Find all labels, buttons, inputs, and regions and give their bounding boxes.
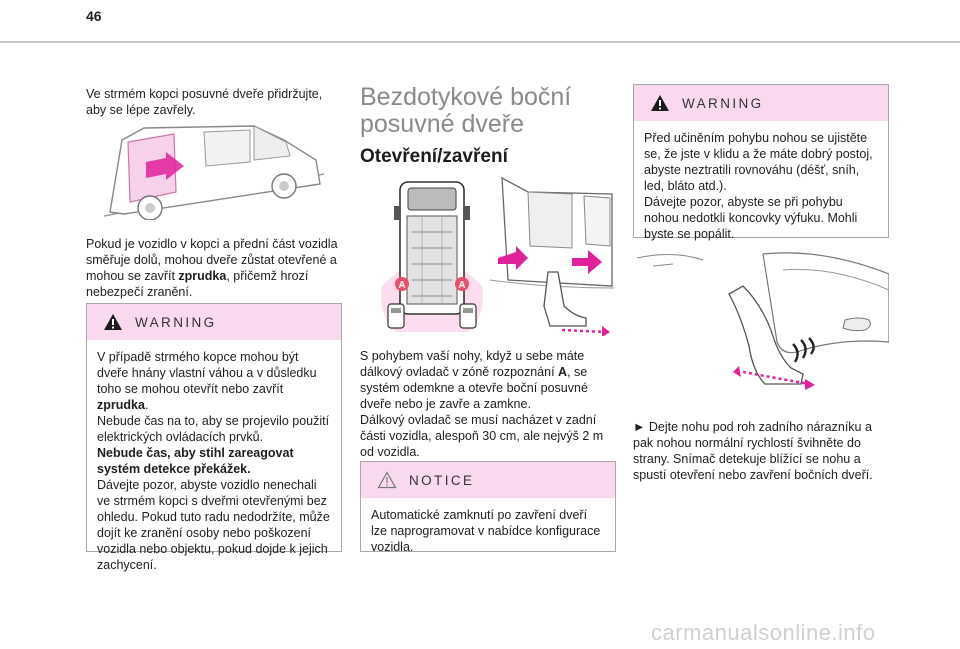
warning-body-right: Před učiněním pohybu nohou se ujistěte s… [634,121,888,250]
detection-paragraph: S pohybem vaší nohy, když u sebe máte dá… [360,348,616,412]
foot-step-text: Dejte nohu pod roh zadního nárazníku a p… [633,420,873,482]
warning-text-1b: zprudka [97,398,145,412]
foot-sliding-door-illustration [489,176,615,336]
notice-body: Automatické zamknutí po zavření dveří lz… [371,508,601,554]
remote-position-paragraph: Dálkový ovladač se musí nacházet v zadní… [360,413,604,459]
warning-text-1a: V případě strmého kopce mohou být dveře … [97,350,317,396]
warning-right-text-1: Před učiněním pohybu nohou se ujistěte s… [644,131,873,193]
detection-text-c: , se systém odemkne a otevře boční posuv… [360,365,588,411]
detection-text-bold: A [558,365,568,379]
warning-header-right: WARNING [634,85,888,121]
page-number: 46 [86,8,102,24]
subsection-title: Otevření/zavření [360,146,508,167]
slope-text-a: Pokud je vozidlo v kopci a přední část v… [86,237,338,283]
zone-a-right-label: A [458,280,465,291]
notice-header: NOTICE [361,462,615,498]
footer-brand-watermark: carmanualsonline.info [651,620,876,645]
warning-text-2: Nebude čas na to, aby se projevilo použi… [97,414,330,444]
slope-paragraph: Pokud je vozidlo v kopci a přední část v… [86,236,342,300]
zone-a-left-label: A [398,280,405,291]
warning-label: WARNING [135,314,217,330]
notice-label: NOTICE [409,472,475,488]
warning-triangle-icon [104,314,122,330]
warning-text-4: Dávejte pozor, abyste vozidlo nenechali … [97,478,330,572]
foot-step-paragraph: ► Dejte nohu pod roh zadního nárazníku a… [633,419,889,483]
warning-body: V případě strmého kopce mohou být dveře … [87,340,341,581]
detection-text-a: S pohybem vaší nohy, když u sebe máte dá… [360,349,585,379]
warning-triangle-icon [651,95,669,111]
warning-right-text-2: Dávejte pozor, abyste se při pohybu noho… [644,195,858,241]
header-rule [0,41,960,43]
notice-triangle-icon [377,471,397,489]
warning-header: WARNING [87,304,341,340]
warning-box-left: WARNING V případě strmého kopce mohou bý… [86,303,342,572]
bullet-arrow-icon: ► [633,420,646,434]
warning-text-1: V případě strmého kopce mohou být dveře … [97,349,331,413]
foot-under-bumper-illustration [636,252,889,390]
slope-text-bold: zprudka [178,269,227,283]
warning-text-1c: . [144,398,149,412]
slope-text-c: , přičemž hrozí nebezpečí zranění. [86,269,309,299]
intro-paragraph: Ve strmém kopci posuvné dveře přidržujte… [86,87,323,117]
warning-text-3: Nebude čas, aby stihl zareagovat systém … [97,446,294,476]
warning-box-right: WARNING Před učiněním pohybu nohou se uj… [633,84,889,241]
section-title: Bezdotykové boční posuvné dveře [360,83,572,138]
notice-box: NOTICE Automatické zamknutí po zavření d… [360,461,616,554]
warning-label-right: WARNING [682,95,764,111]
van-top-view-illustration: A A [381,181,483,332]
van-on-slope-illustration [104,125,324,220]
